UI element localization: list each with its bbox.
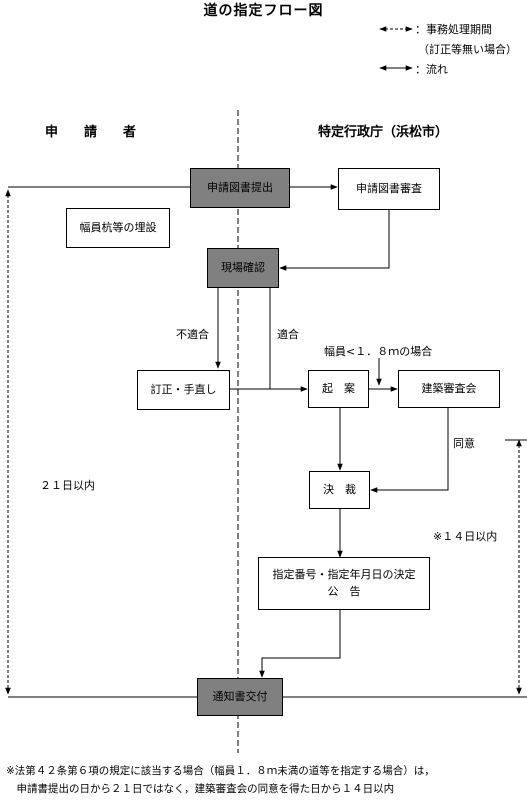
node-marker: 幅員杭等の埋設 <box>66 208 170 248</box>
label-conform: 適合 <box>277 328 299 341</box>
label-width-condition: 幅員<１．８ｍの場合 <box>324 345 433 358</box>
footnote-line2: 申請書提出の日から２１日ではなく，建築審査会の同意を得た日から１４日以内 <box>6 783 395 795</box>
node-draft: 起 案 <box>308 370 369 408</box>
page-title: 道の指定フロー図 <box>203 3 324 19</box>
node-notify: 通知書交付 <box>197 678 283 716</box>
legend-dashed-note: （訂正等無い場合） <box>418 43 517 56</box>
node-approve: 決 裁 <box>309 471 370 509</box>
legend-solid-label: ：流れ <box>415 63 448 76</box>
label-consent: 同意 <box>453 437 475 450</box>
column-head-authority: 特定行政庁（浜松市） <box>318 125 449 140</box>
node-correct: 訂正・手直し <box>137 370 230 410</box>
node-review: 申請図書審査 <box>338 168 440 210</box>
label-days14: ※１４日以内 <box>433 530 498 543</box>
review-to-site-arrow <box>279 210 390 271</box>
node-designate: 指定番号・指定年月日の決定 公 告 <box>258 557 430 610</box>
node-designate-line2: 公 告 <box>327 584 361 598</box>
label-days21: ２１日以内 <box>40 479 95 492</box>
node-designate-line1: 指定番号・指定年月日の決定 <box>272 568 416 581</box>
council-to-approve-arrow <box>370 408 449 493</box>
designate-to-notify-arrow <box>259 610 341 678</box>
node-council: 建築審査会 <box>398 370 500 408</box>
footnote-line1: ※法第４２条第６項の規定に該当する場合（幅員１．８ｍ未満の道等を指定する場合）は… <box>6 765 435 777</box>
legend-dashed-label: ：事務処理期間 <box>415 23 492 36</box>
node-submit: 申請図書提出 <box>190 168 290 208</box>
column-head-applicant: 申 請 者 <box>45 125 137 140</box>
node-site-check: 現場確認 <box>207 248 279 288</box>
label-nonconform: 不適合 <box>176 328 209 341</box>
